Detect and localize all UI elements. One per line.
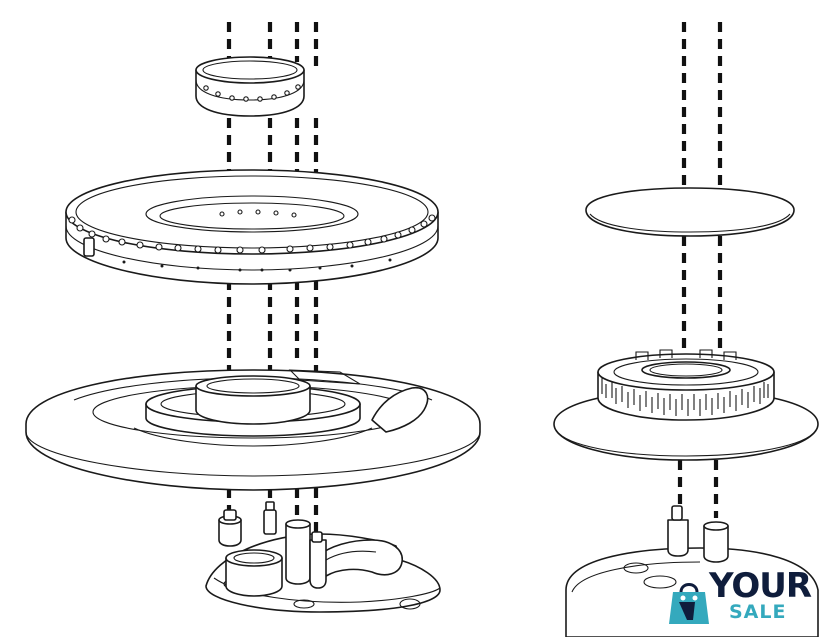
lower-port-holes bbox=[122, 258, 392, 272]
left-burner-base bbox=[25, 369, 481, 491]
outer-port-holes bbox=[68, 214, 436, 254]
right-burner-cap bbox=[585, 187, 795, 237]
left-injector-plate bbox=[205, 501, 441, 613]
inner-port-holes bbox=[219, 209, 297, 218]
left-burner-assembly bbox=[25, 22, 481, 613]
inner-burner-cap bbox=[195, 56, 305, 117]
right-burner-assembly bbox=[553, 22, 819, 637]
logo-text-sale: SALE bbox=[729, 601, 787, 623]
logo-text-your: YOUR bbox=[709, 566, 812, 606]
your-sale-logo: YOUR SALE bbox=[665, 566, 825, 630]
shopping-bag-icon bbox=[669, 583, 709, 624]
right-alignment-lines bbox=[677, 22, 723, 518]
outer-flame-ring bbox=[65, 169, 439, 285]
injector-nozzles bbox=[218, 501, 327, 589]
right-burner-base bbox=[553, 349, 819, 461]
crown-slots bbox=[601, 349, 769, 416]
